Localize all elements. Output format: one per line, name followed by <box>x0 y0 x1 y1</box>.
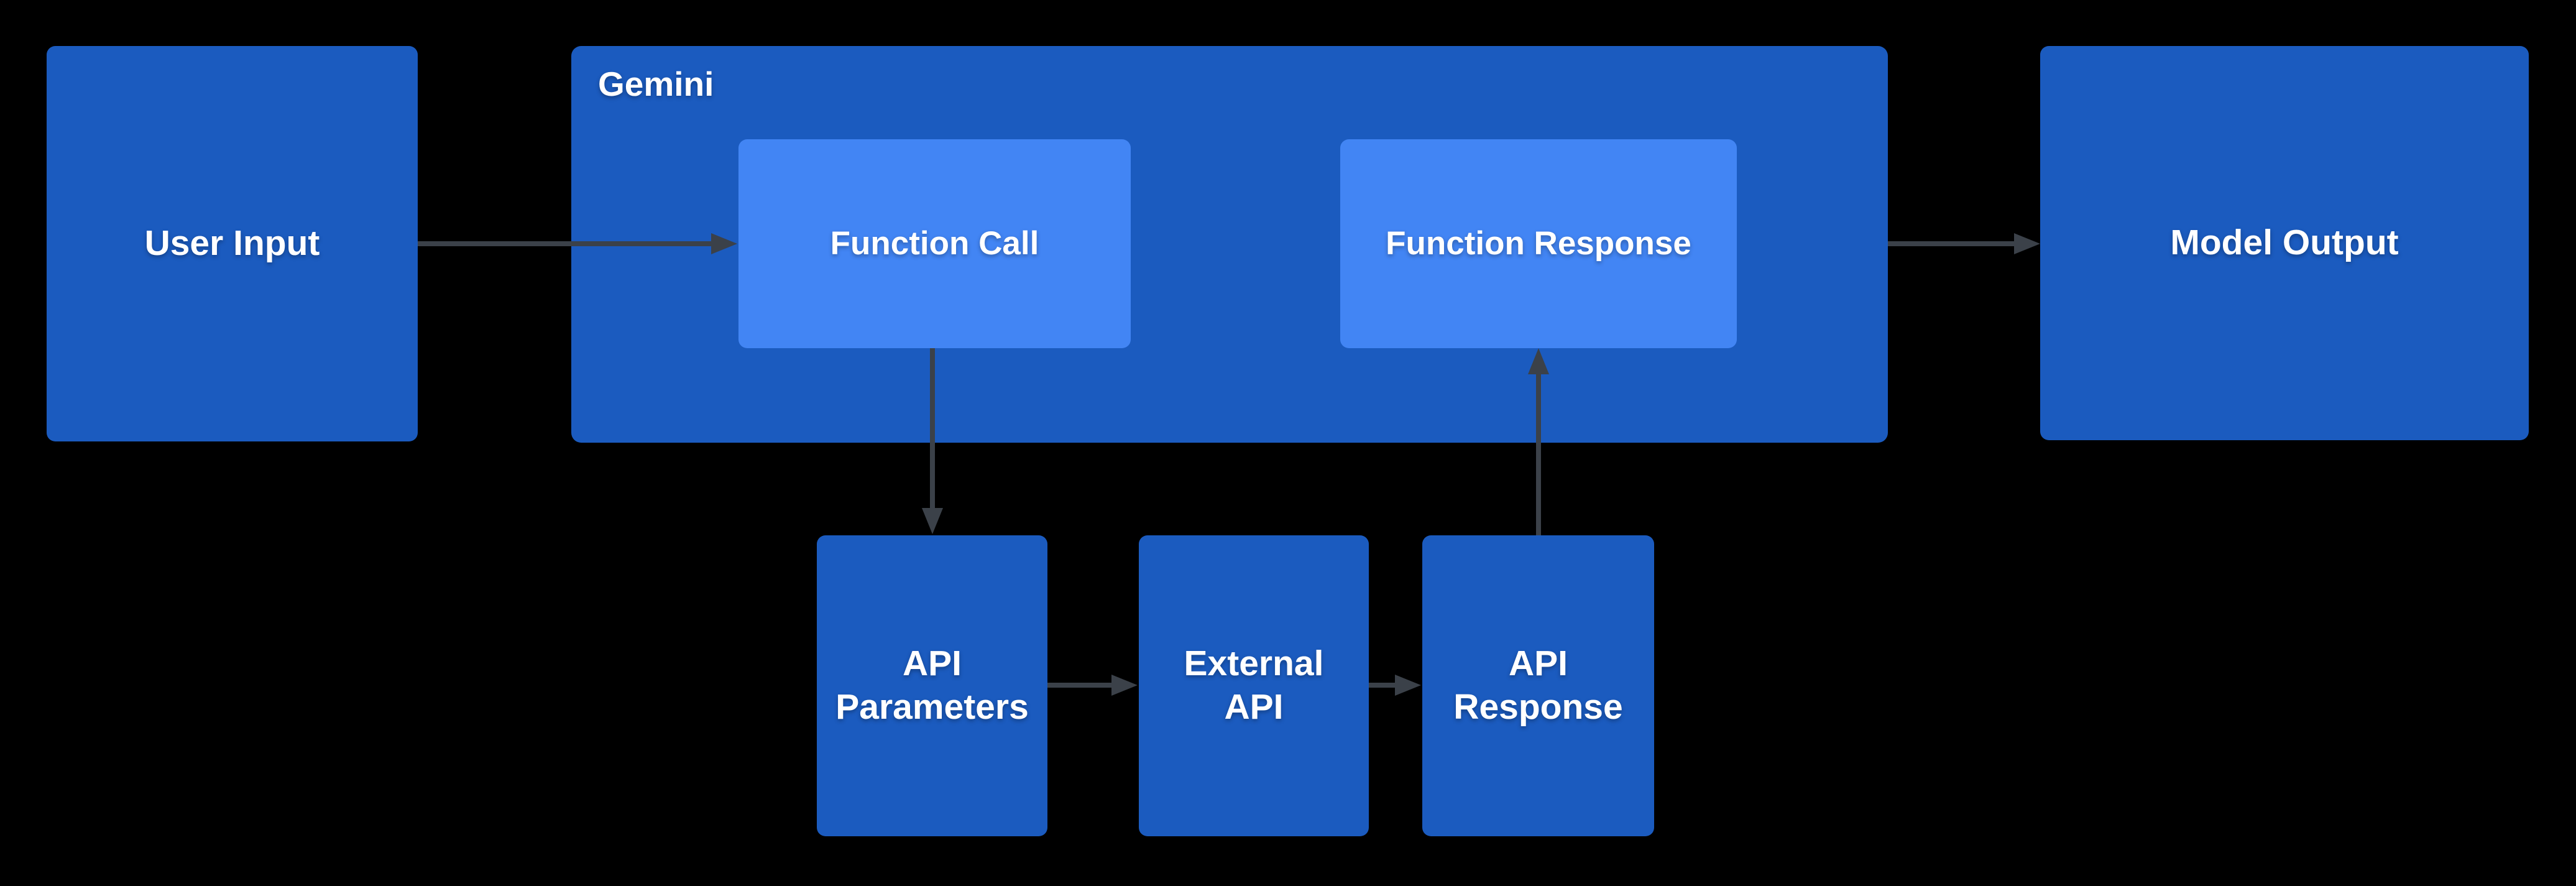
node-function-call: Function Call <box>738 139 1131 348</box>
container-gemini-label: Gemini <box>598 65 714 103</box>
node-model-output-label: Model Output <box>2170 223 2399 263</box>
node-external-api: External API <box>1139 535 1369 836</box>
node-function-call-label: Function Call <box>830 224 1039 262</box>
node-external-api-label: External API <box>1184 644 1324 727</box>
node-function-response: Function Response <box>1340 139 1737 348</box>
node-api-parameters-label: API Parameters <box>835 644 1029 727</box>
node-api-response: API Response <box>1422 535 1654 836</box>
node-api-response-label: API Response <box>1453 644 1623 727</box>
node-model-output: Model Output <box>2040 46 2529 440</box>
node-api-parameters: API Parameters <box>817 535 1047 836</box>
node-user-input: User Input <box>47 46 418 441</box>
container-gemini: Gemini Function Call Function Response <box>571 46 1888 443</box>
node-user-input-label: User Input <box>144 223 320 264</box>
node-function-response-label: Function Response <box>1386 224 1691 262</box>
